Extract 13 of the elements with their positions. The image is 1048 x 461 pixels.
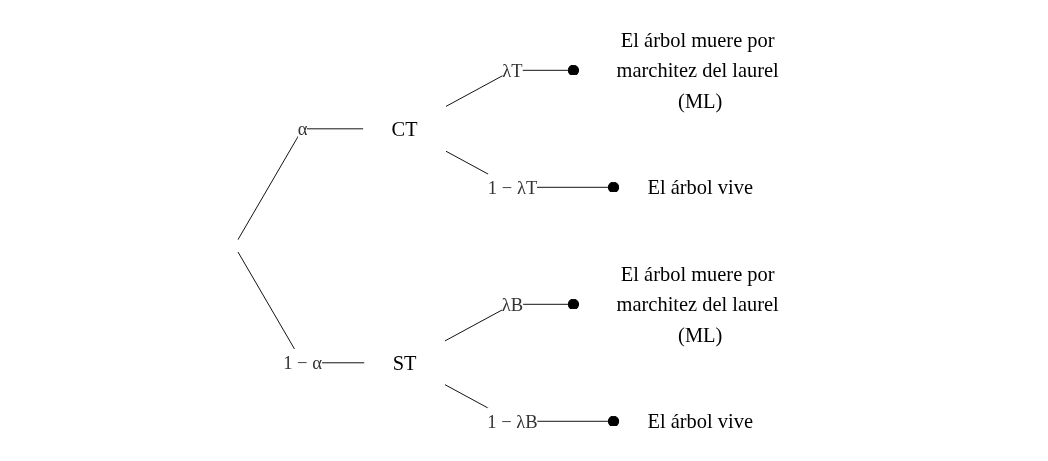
node-text: ST xyxy=(392,351,417,375)
edge-label: λB xyxy=(501,294,524,315)
node-text: El árbol vive xyxy=(647,175,753,199)
edge-label: 1 − λB xyxy=(487,411,538,432)
node-text: El árbol muere por marchitez del laurel (ML) xyxy=(616,28,779,113)
node-text: El árbol vive xyxy=(647,409,753,433)
node-text: CT xyxy=(391,117,418,141)
edge-label: λT xyxy=(502,60,523,81)
node-text: El árbol muere por marchitez del laurel (ML) xyxy=(616,262,779,347)
edge-label: α xyxy=(297,118,308,140)
edge-label: 1 − α xyxy=(282,352,322,374)
connector xyxy=(237,128,364,241)
edge-label: 1 − λT xyxy=(487,177,538,198)
